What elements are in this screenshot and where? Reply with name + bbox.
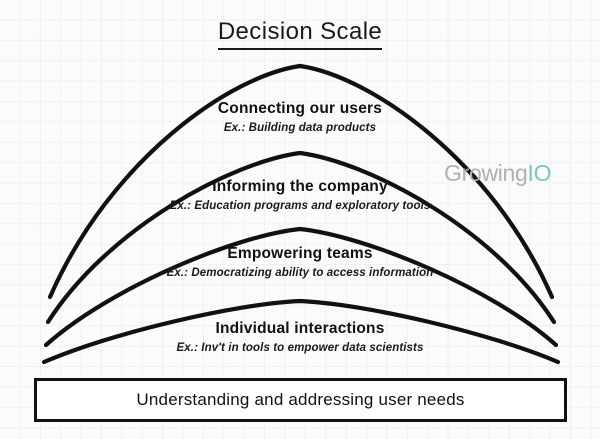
page-title: Decision Scale xyxy=(0,18,600,50)
arch-label-2: Informing the company Ex.: Education pro… xyxy=(0,178,600,212)
arch-label-1: Connecting our users Ex.: Building data … xyxy=(0,100,600,134)
foundation-box-label: Understanding and addressing user needs xyxy=(136,390,465,409)
arch-label-3-example: Ex.: Democratizing ability to access inf… xyxy=(166,267,434,279)
arch-curve-2 xyxy=(45,150,557,325)
page-title-text: Decision Scale xyxy=(217,18,383,50)
arch-label-2-example: Ex.: Education programs and exploratory … xyxy=(169,200,431,212)
arch-curve-1 xyxy=(47,63,555,300)
arch-label-4-title: Individual interactions xyxy=(215,320,385,337)
arch-label-1-example: Ex.: Building data products xyxy=(223,122,377,134)
arch-label-2-title: Informing the company xyxy=(212,178,388,195)
arch-curve-4 xyxy=(41,298,561,365)
foundation-box: Understanding and addressing user needs xyxy=(34,378,567,422)
arch-label-3-title: Empowering teams xyxy=(227,245,373,262)
arch-label-3: Empowering teams Ex.: Democratizing abil… xyxy=(0,245,600,279)
arch-label-4-example: Ex.: Inv't in tools to empower data scie… xyxy=(176,342,424,354)
arch-label-1-title: Connecting our users xyxy=(217,100,383,117)
arch-label-4: Individual interactions Ex.: Inv't in to… xyxy=(0,320,600,354)
arch-curve-3 xyxy=(43,226,559,348)
